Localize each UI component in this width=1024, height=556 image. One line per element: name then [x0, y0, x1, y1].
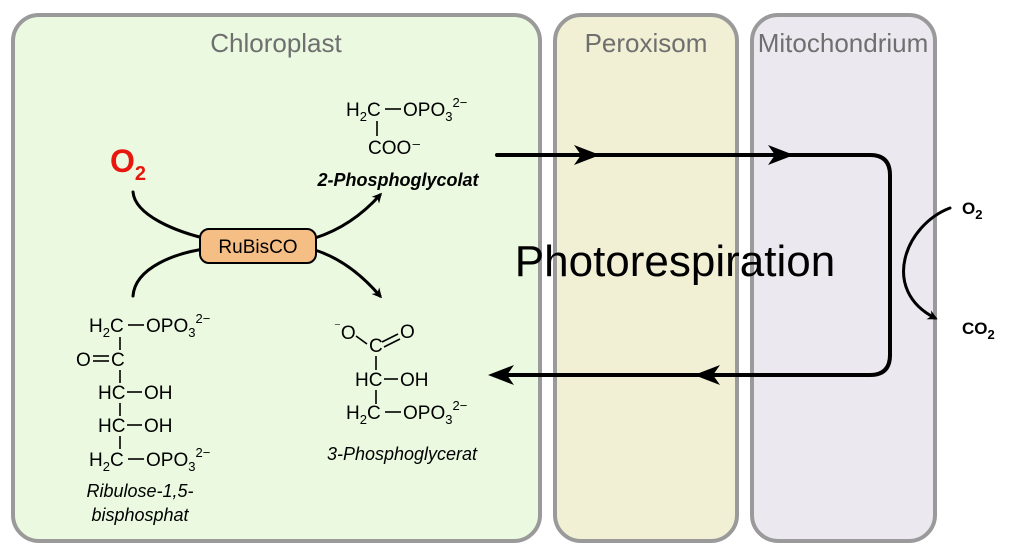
phosphoglycolate-structure: H2C OPO32− COO⁻ — [346, 95, 467, 159]
svg-text:OH: OH — [144, 383, 173, 404]
chloroplast-title: Chloroplast — [210, 28, 342, 58]
mitochondrion-compartment — [750, 13, 937, 543]
svg-text:H2C: H2C — [346, 100, 381, 124]
mitochondrion-title: Mitochondrium — [758, 28, 929, 58]
right-o2-label: O2 — [962, 199, 982, 222]
svg-text:HC: HC — [355, 370, 382, 391]
svg-text:OPO32−: OPO32− — [146, 311, 210, 340]
svg-text:C: C — [111, 350, 125, 371]
svg-text:OPO32−: OPO32− — [403, 95, 467, 124]
photorespiration-label: Photorespiration — [515, 237, 835, 286]
svg-text:O: O — [76, 350, 91, 371]
chloroplast-compartment — [11, 13, 542, 543]
phosphoglycerate-structure: ⁻O C O HC OH H2C OPO32− — [334, 319, 467, 427]
svg-text:OPO32−: OPO32− — [146, 445, 210, 474]
svg-text:H2C: H2C — [346, 403, 381, 427]
rubp-structure: H2C OPO32− O C HC OH HC OH H2C OPO32− — [76, 311, 210, 474]
svg-text:H2C: H2C — [89, 316, 124, 340]
right-co2-label: CO2 — [962, 319, 995, 342]
svg-text:COO⁻: COO⁻ — [368, 138, 421, 159]
rubp-label-line2: bisphosphat — [91, 505, 189, 525]
svg-text:OPO32−: OPO32− — [403, 398, 467, 427]
svg-text:O: O — [400, 322, 415, 343]
glycerate-out-arrow — [313, 248, 382, 299]
mito-gas-exchange-arrow — [902, 206, 952, 320]
outgoing-glycolate-arrow — [488, 145, 892, 385]
svg-text:⁻O: ⁻O — [334, 319, 356, 344]
rubisco-enzyme: RuBisCO — [199, 228, 317, 264]
svg-text:C: C — [369, 336, 383, 357]
svg-text:HC: HC — [98, 383, 125, 404]
left-o2-label: O2 — [110, 143, 146, 185]
peroxisome-compartment — [553, 13, 739, 543]
peroxisome-title: Peroxisom — [585, 28, 708, 58]
svg-text:HC: HC — [98, 416, 125, 437]
rubp-label-line1: Ribulose-1,5- — [86, 481, 193, 501]
svg-text:RuBisCO: RuBisCO — [218, 237, 297, 258]
svg-text:OH: OH — [144, 416, 173, 437]
glycolate-out-arrow — [313, 192, 383, 240]
phosphoglycolate-label: 2-Phosphoglycolat — [316, 170, 479, 190]
svg-text:H2C: H2C — [89, 450, 124, 474]
phosphoglycerate-label: 3-Phosphoglycerat — [327, 444, 478, 464]
svg-text:OH: OH — [400, 370, 429, 391]
